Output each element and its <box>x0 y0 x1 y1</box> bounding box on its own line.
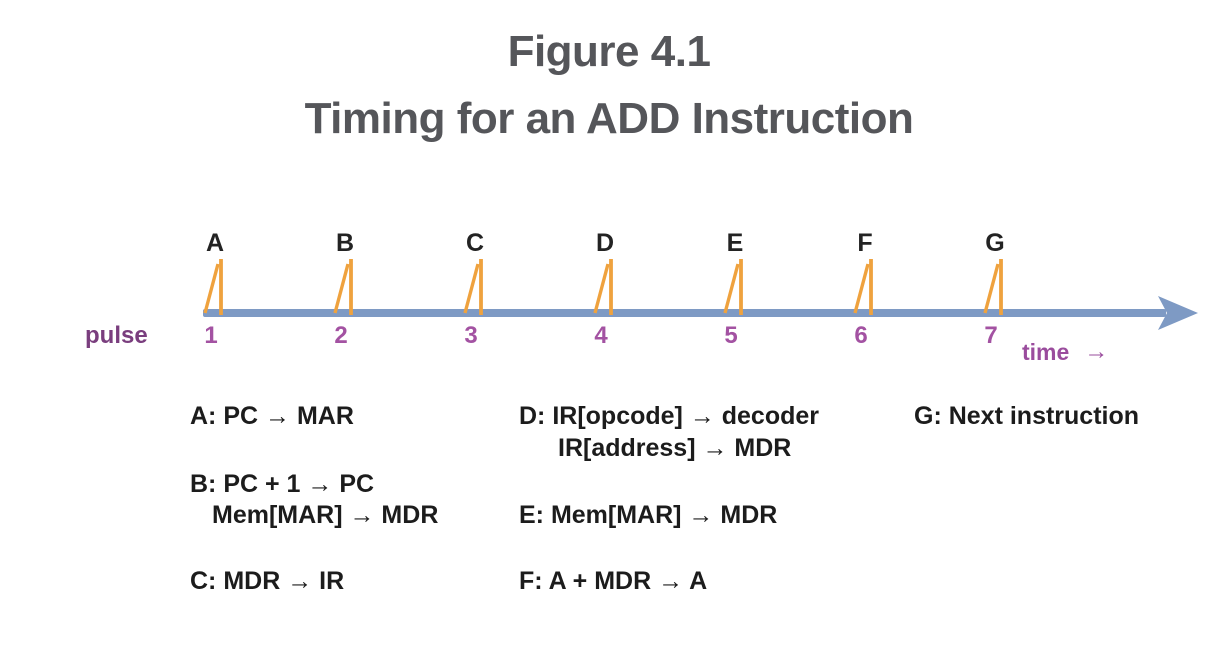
pulse-number: 4 <box>594 322 608 349</box>
pulse-group-6: F 6 <box>835 230 895 354</box>
pulse-letter: C <box>465 229 485 257</box>
pulse-group-5: E 5 <box>705 230 765 354</box>
pulse-letter: F <box>857 229 873 257</box>
figure-title: Timing for an ADD Instruction <box>304 94 914 143</box>
pulse-number: 5 <box>724 322 738 349</box>
time-axis-label: time → <box>1022 338 1108 366</box>
clock-pulse-icon <box>723 259 743 315</box>
pulse-group-2: B 2 <box>315 230 375 354</box>
clock-pulse-icon <box>853 259 873 315</box>
time-axis-arrowhead-icon <box>1158 296 1198 330</box>
action-c: C: MDR → IR <box>190 567 345 595</box>
pulse-number: 7 <box>984 322 998 349</box>
clock-pulse-icon <box>463 259 483 315</box>
action-g: G: Next instruction <box>914 402 1140 430</box>
clock-pulse-icon <box>593 259 613 315</box>
time-arrow-glyph: → <box>1084 338 1109 365</box>
pulse-group-4: D 4 <box>575 230 635 354</box>
action-f: F: A + MDR → A <box>519 567 708 595</box>
action-e: E: Mem[MAR] → MDR <box>519 501 778 529</box>
action-b-line2: Mem[MAR] → MDR <box>212 501 439 529</box>
pulse-number: 2 <box>334 322 348 349</box>
pulse-number: 3 <box>464 322 478 349</box>
figure-number: Figure 4.1 <box>507 27 711 76</box>
clock-pulse-icon <box>983 259 1003 315</box>
time-axis-line <box>203 309 1166 317</box>
pulse-group-7: G 7 <box>965 230 1025 354</box>
time-label-text: time <box>1022 338 1070 365</box>
clock-pulse-icon <box>203 259 223 315</box>
action-b-line1: B: PC + 1 → PC <box>190 470 375 498</box>
pulse-axis-label: pulse <box>85 322 148 349</box>
pulse-letter: A <box>205 229 225 257</box>
action-d-line1: D: IR[opcode] → decoder <box>519 402 820 430</box>
pulse-letter: D <box>595 229 615 257</box>
action-d-line2: IR[address] → MDR <box>558 434 792 462</box>
pulse-group-3: C 3 <box>445 230 505 354</box>
action-a: A: PC → MAR <box>190 402 354 430</box>
clock-pulse-icon <box>333 259 353 315</box>
pulse-number: 1 <box>204 322 218 349</box>
pulse-number: 6 <box>854 322 868 349</box>
pulse-letter: E <box>726 229 744 257</box>
pulse-letter: B <box>335 229 355 257</box>
pulse-group-1: A 1 <box>185 230 245 354</box>
pulse-letter: G <box>985 229 1005 257</box>
